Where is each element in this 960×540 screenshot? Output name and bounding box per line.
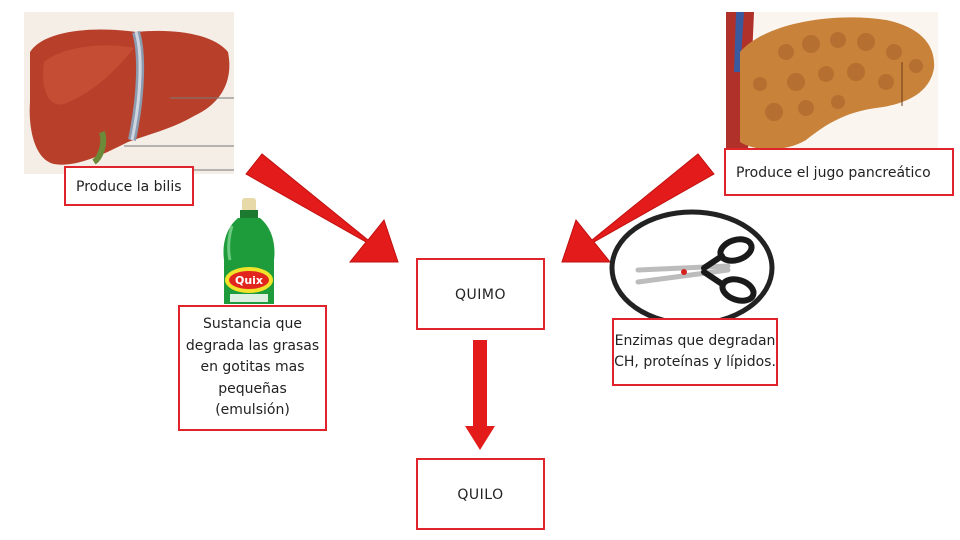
liver-label: Produce la bilis: [76, 179, 182, 195]
quilo-label: QUILO: [457, 487, 504, 503]
detergent-bottle: Quix: [223, 198, 275, 304]
scissors-icon: [609, 209, 775, 327]
enzymes-label: Enzimas que degradan CH, proteínas y líp…: [614, 332, 776, 371]
quimo-label: QUIMO: [455, 287, 506, 303]
liver-illustration: [24, 12, 234, 174]
pancreas-label-box: Produce el jugo pancreático: [724, 148, 954, 196]
quimo-box: QUIMO: [416, 258, 545, 330]
enzymes-label-box: Enzimas que degradan CH, proteínas y líp…: [612, 318, 778, 386]
detergent-label: Sustancia que degrada las grasas en goti…: [185, 316, 320, 419]
arrow-quimo-to-quilo: [465, 340, 495, 450]
liver-label-box: Produce la bilis: [64, 166, 194, 206]
pancreas-label: Produce el jugo pancreático: [736, 165, 931, 181]
quilo-box: QUILO: [416, 458, 545, 530]
detergent-logo-text: Quix: [235, 274, 263, 287]
detergent-label-box: Sustancia que degrada las grasas en goti…: [178, 305, 327, 431]
pancreas-illustration: [726, 12, 938, 152]
arrow-liver-to-quimo: [245, 153, 399, 263]
arrow-pancreas-to-quimo: [561, 153, 715, 263]
